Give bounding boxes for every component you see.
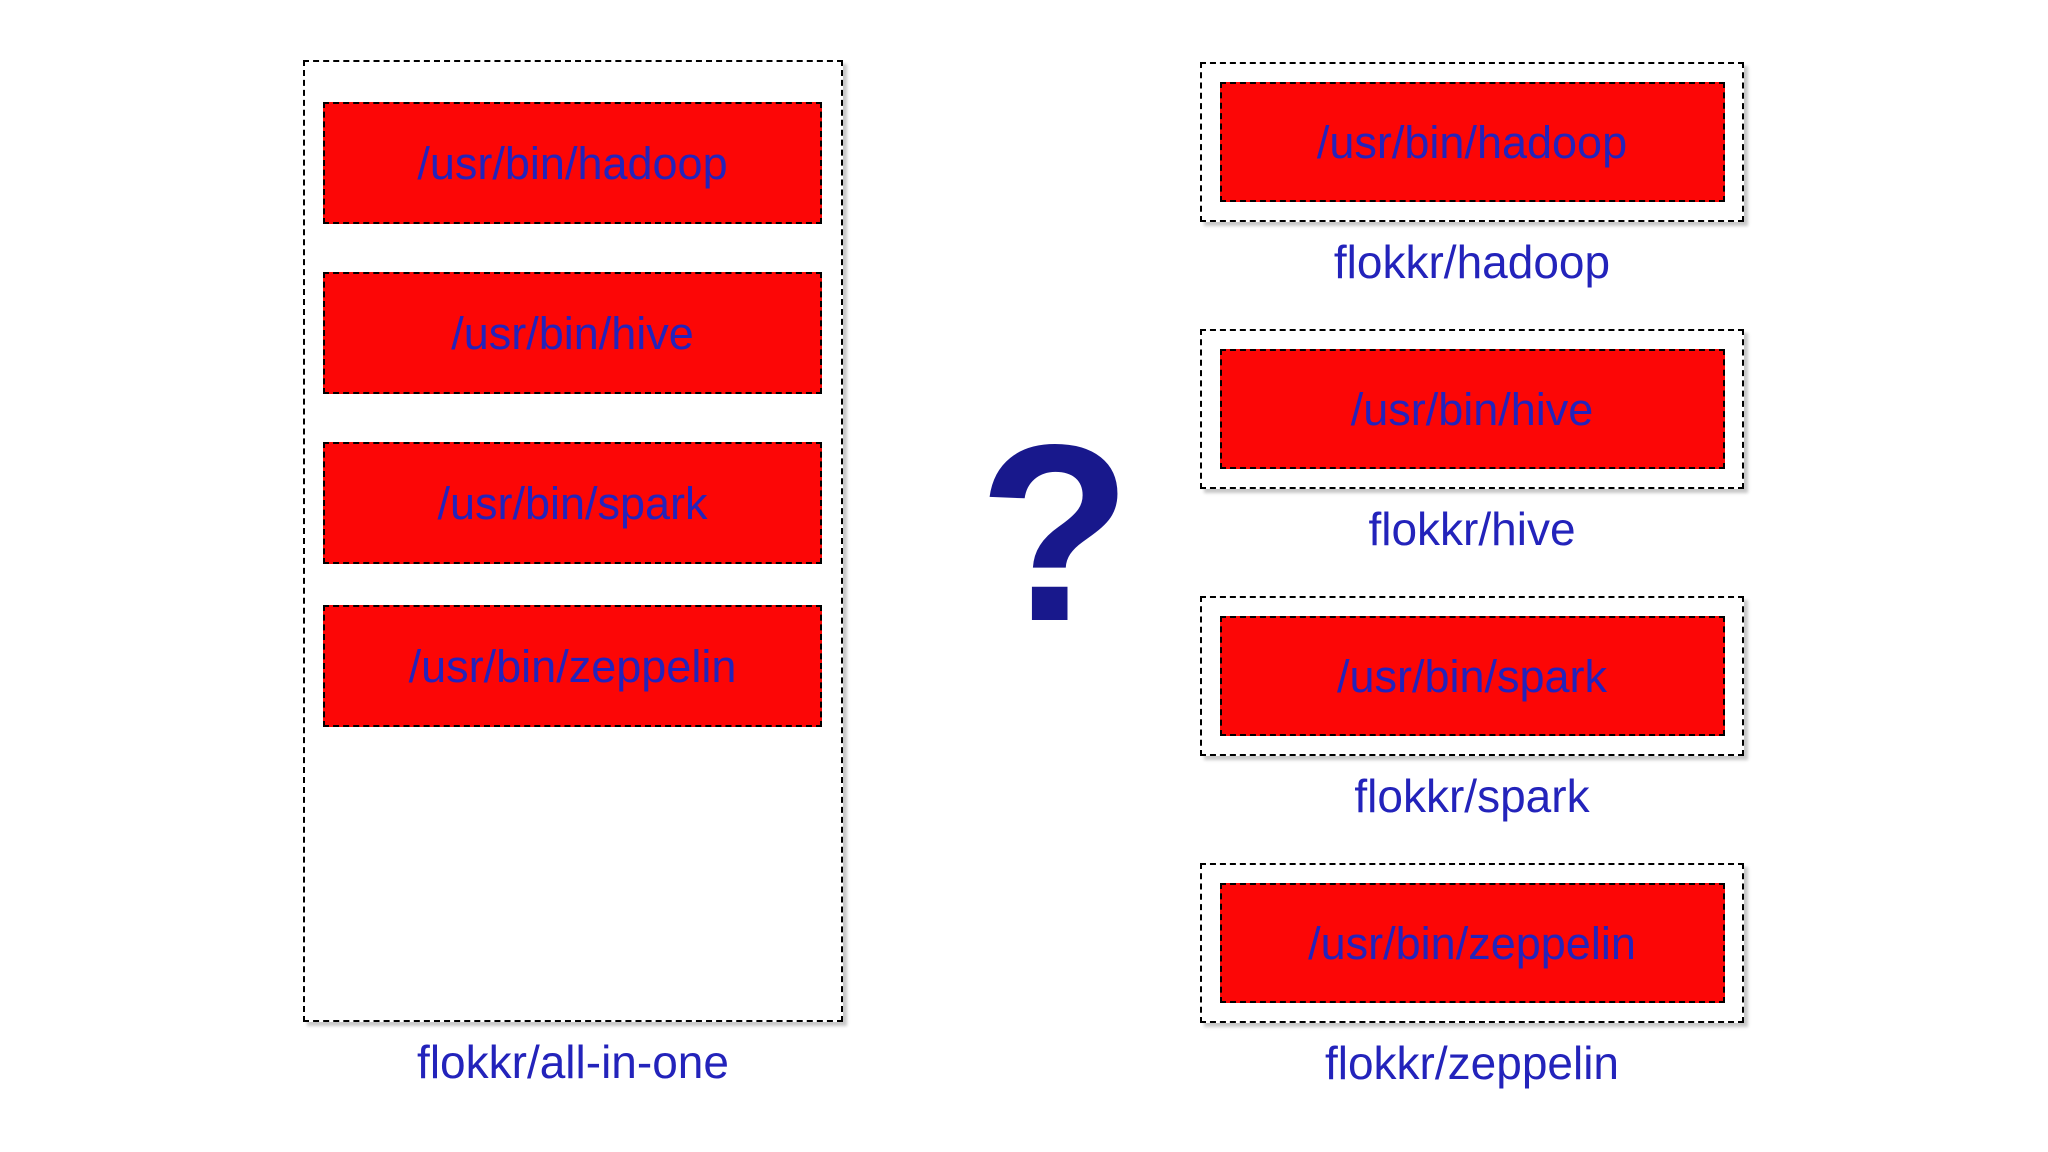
- binary-box-zeppelin-split: /usr/bin/zeppelin: [1219, 883, 1725, 1003]
- image-group-hadoop: /usr/bin/hadoop flokkr/hadoop: [1200, 62, 1744, 289]
- image-outline-spark: /usr/bin/spark: [1200, 596, 1744, 756]
- image-outline-hadoop: /usr/bin/hadoop: [1200, 62, 1744, 222]
- caption-hadoop: flokkr/hadoop: [1333, 236, 1611, 288]
- caption-zeppelin: flokkr/zeppelin: [1324, 1037, 1620, 1089]
- all-in-one-image-outline: /usr/bin/hadoop /usr/bin/hive /usr/bin/s…: [303, 60, 843, 1022]
- image-group-hive: /usr/bin/hive flokkr/hive: [1200, 329, 1744, 556]
- binary-box-spark: /usr/bin/spark: [323, 442, 822, 564]
- binary-box-spark-split: /usr/bin/spark: [1219, 616, 1725, 736]
- image-group-zeppelin: /usr/bin/zeppelin flokkr/zeppelin: [1200, 863, 1744, 1090]
- image-group-spark: /usr/bin/spark flokkr/spark: [1200, 596, 1744, 823]
- binary-box-hive-split: /usr/bin/hive: [1219, 349, 1725, 469]
- caption-spark: flokkr/spark: [1354, 770, 1590, 822]
- binary-box-hadoop: /usr/bin/hadoop: [323, 102, 822, 224]
- question-mark: ?: [978, 393, 1132, 674]
- image-outline-hive: /usr/bin/hive: [1200, 329, 1744, 489]
- binary-box-hadoop-split: /usr/bin/hadoop: [1219, 82, 1725, 202]
- image-outline-zeppelin: /usr/bin/zeppelin: [1200, 863, 1744, 1023]
- binary-box-hive: /usr/bin/hive: [323, 272, 822, 394]
- caption-hive: flokkr/hive: [1368, 503, 1576, 555]
- caption-all-in-one: flokkr/all-in-one: [417, 1036, 729, 1088]
- binary-box-zeppelin: /usr/bin/zeppelin: [323, 605, 822, 727]
